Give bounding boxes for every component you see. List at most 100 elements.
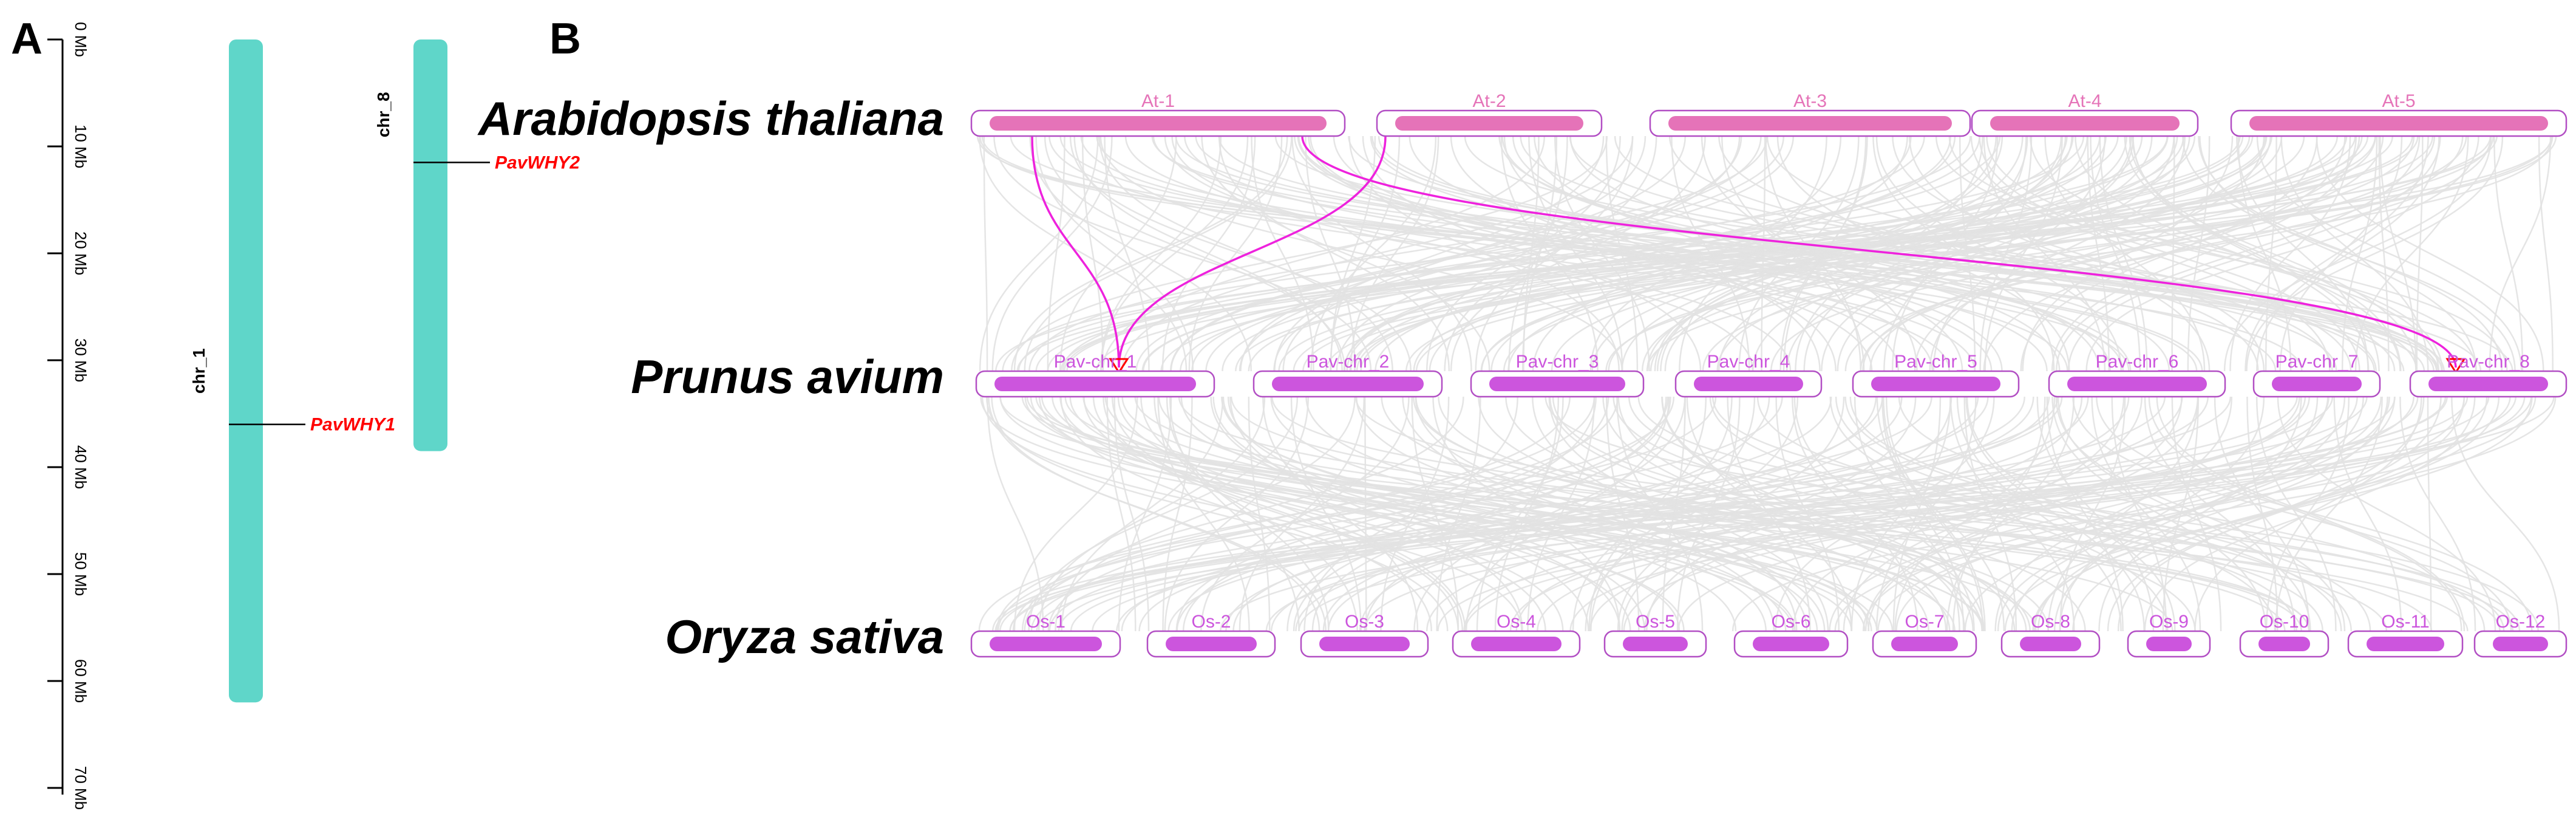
synteny-link	[1979, 135, 2033, 372]
synteny-link	[1092, 396, 1564, 632]
synteny-link	[987, 396, 1044, 632]
gene-position-marker	[2445, 358, 2466, 374]
synteny-link	[2333, 396, 2402, 632]
background-synteny-links	[976, 135, 2560, 632]
synteny-link	[2096, 396, 2533, 632]
synteny-link	[1058, 396, 2368, 632]
chromosome-label: Os-6	[1771, 612, 1810, 632]
synteny-link	[1081, 135, 1104, 372]
synteny-link	[1113, 396, 1150, 632]
synteny-link	[2037, 396, 2388, 632]
synteny-link	[1364, 396, 2419, 632]
gene-label: PavWHY2	[495, 152, 580, 173]
synteny-link	[1426, 396, 2089, 632]
synteny-link	[1829, 396, 2329, 632]
chromosome-bar	[2493, 637, 2548, 651]
synteny-link	[1106, 396, 1137, 632]
chromosome-bar	[1319, 637, 1410, 651]
synteny-link	[1262, 396, 1419, 632]
synteny-link	[1589, 396, 2300, 632]
synteny-link	[1164, 135, 1754, 372]
synteny-link	[1140, 396, 1466, 632]
synteny-link	[1864, 396, 2183, 632]
synteny-link	[1302, 135, 2552, 372]
scale-tick-label: 40 Mb	[72, 445, 90, 489]
synteny-link	[1117, 396, 1631, 632]
synteny-link	[1104, 396, 1872, 632]
synteny-link	[1009, 396, 2298, 632]
synteny-link	[2107, 396, 2442, 632]
synteny-link	[2051, 135, 2357, 372]
synteny-link	[1305, 135, 1356, 372]
synteny-link	[1169, 135, 1762, 372]
chromosome-bar	[2020, 637, 2081, 651]
synteny-link	[999, 396, 1866, 632]
highlighted-link	[1301, 135, 2457, 368]
synteny-link	[2538, 135, 2554, 372]
synteny-link	[1952, 396, 2046, 632]
synteny-link	[1103, 396, 1459, 632]
chromosome-bar	[1753, 637, 1829, 651]
synteny-link	[2020, 135, 2318, 372]
synteny-link	[2187, 135, 2211, 372]
chromosome-bar	[1891, 637, 1958, 651]
synteny-link	[1161, 135, 1256, 372]
synteny-link	[2124, 135, 2402, 372]
synteny-link	[981, 396, 1523, 632]
synteny-link	[1770, 135, 2436, 372]
chromosome-label: Os-12	[2496, 612, 2546, 632]
synteny-link	[1589, 135, 1842, 372]
synteny-link	[983, 135, 988, 372]
scale-tick-label: 60 Mb	[72, 659, 90, 703]
chromosome-label: Os-3	[1345, 612, 1384, 632]
synteny-link	[991, 396, 1320, 632]
chromosome-name: chr_1	[189, 348, 208, 394]
synteny-link	[1883, 396, 1983, 632]
species-label: Prunus avium	[631, 350, 944, 403]
synteny-link	[1024, 396, 1571, 632]
synteny-link	[1060, 396, 1432, 632]
synteny-link	[2354, 135, 2469, 372]
synteny-link	[1239, 396, 1365, 632]
synteny-link	[1325, 135, 2557, 372]
synteny-link	[1766, 135, 2352, 372]
synteny-link	[1201, 135, 1490, 372]
synteny-link	[2280, 135, 2429, 372]
chromosome-bar	[1623, 637, 1688, 651]
chromosome-label: Os-1	[1026, 612, 1065, 632]
synteny-link	[2144, 396, 2476, 632]
chromosome-bar	[2249, 116, 2548, 131]
synteny-link	[995, 135, 2241, 372]
scale-tick-label: 20 Mb	[72, 231, 90, 275]
synteny-link	[1104, 135, 1150, 372]
synteny-link	[1621, 135, 2073, 372]
scale-tick-label: 0 Mb	[72, 22, 90, 57]
synteny-link	[2274, 396, 2383, 632]
synteny-link	[1548, 396, 1829, 632]
chromosome-bar	[1990, 116, 2180, 131]
synteny-link	[1310, 135, 1437, 372]
synteny-link	[2055, 396, 2346, 632]
synteny-link	[1716, 135, 2271, 372]
scale-tick-label: 70 Mb	[72, 766, 90, 810]
synteny-link	[1064, 396, 2173, 632]
synteny-link	[1602, 396, 1947, 632]
synteny-link	[1009, 396, 2447, 632]
synteny-link	[1080, 135, 2130, 372]
synteny-link	[1220, 396, 2517, 632]
synteny-link	[1047, 396, 1619, 632]
synteny-link	[2022, 135, 2234, 372]
chromosome-label: Pav-chr_8	[2447, 352, 2530, 372]
species-label: Arabidopsis thaliana	[477, 92, 944, 145]
synteny-link	[1964, 396, 2396, 632]
synteny-link	[1949, 396, 2075, 632]
synteny-link	[2036, 396, 2155, 632]
chromosome-label: Os-7	[1905, 612, 1944, 632]
synteny-link	[1047, 135, 2356, 372]
synteny-link	[1862, 396, 2382, 632]
synteny-link	[2051, 396, 2267, 632]
